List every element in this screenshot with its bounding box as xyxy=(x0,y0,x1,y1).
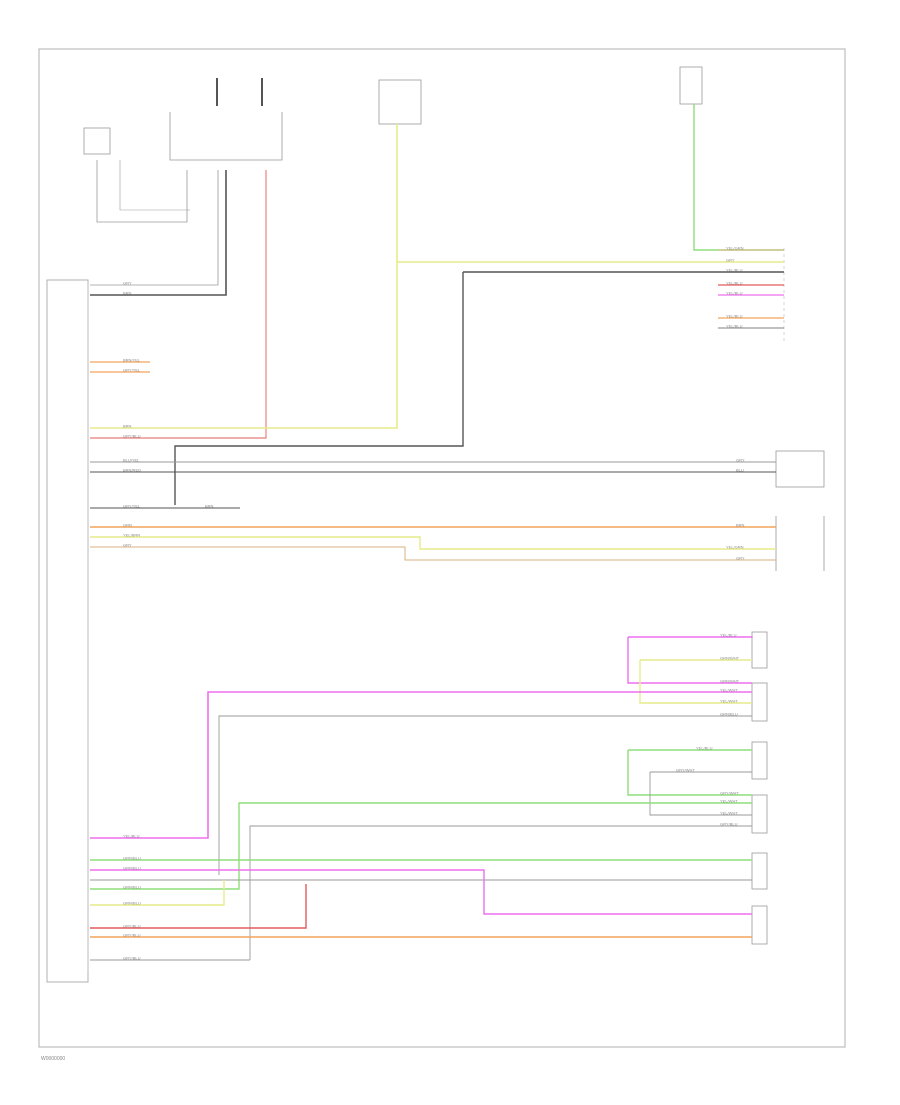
wire-label: GRN/BLU xyxy=(123,885,141,890)
wire-label: YEL/WHT xyxy=(720,699,738,704)
wire-label: GRY/BLU xyxy=(720,822,738,827)
wire-label: BLU/YEL xyxy=(123,458,140,463)
wire-label: GRN/WHT xyxy=(720,679,740,684)
display-unit xyxy=(775,516,825,571)
main-yellow-stub xyxy=(90,880,225,906)
module-red-feed xyxy=(90,170,267,439)
rr-pink xyxy=(90,869,752,915)
wire-label: BRN xyxy=(736,523,745,528)
rf-door-pink xyxy=(90,691,752,839)
lf-door-green xyxy=(90,802,752,890)
wire-label: BRN/RED xyxy=(123,468,141,473)
wire-label: BRN xyxy=(123,291,132,296)
wire-label: YEL/BRN xyxy=(123,533,140,538)
sensor-component xyxy=(83,127,111,155)
wire-label: GRY/BLU xyxy=(123,956,141,961)
wire-label: BLU xyxy=(736,468,744,473)
main-red-stub xyxy=(90,884,307,929)
wire-label: GRN/BLU xyxy=(123,901,141,906)
display-tan xyxy=(90,546,776,561)
wire-label: GRY/BLU xyxy=(123,434,141,439)
diagram-code: W0000000 xyxy=(41,1056,65,1062)
wire-label: YEL/BLU xyxy=(726,268,743,273)
display-yellow xyxy=(90,536,776,550)
wire-label: YEL/WHT xyxy=(720,799,738,804)
wire-label: YEL/BLU xyxy=(726,291,743,296)
wires xyxy=(90,104,784,961)
fuse-box xyxy=(378,79,422,125)
cd-changer xyxy=(775,450,825,488)
speaker-right-front-tweeter xyxy=(751,631,768,669)
module-to-main-gray xyxy=(90,170,219,286)
lf-tweeter-gray-drop xyxy=(649,772,752,816)
wire-label: YEL/GRN xyxy=(726,246,744,251)
speakers xyxy=(751,631,768,945)
wire-label: GRY/YEL xyxy=(123,504,141,509)
wire-label: BRN xyxy=(123,424,132,429)
antenna-amplifier xyxy=(679,66,703,105)
wire-label: YEL/BLU xyxy=(123,834,140,839)
wire-label: GRY/BLU xyxy=(123,933,141,938)
wire-label: YEL/BLU xyxy=(696,746,713,751)
wire-label: YEL/GRN xyxy=(726,545,744,550)
wire-label: YEL/BLU xyxy=(726,314,743,319)
rf-tweeter-yellow-drop xyxy=(639,660,752,704)
wire-label: GRY/YEL xyxy=(123,368,141,373)
wire-label: GRY xyxy=(123,543,132,548)
lf-tweeter-green-drop xyxy=(627,750,752,796)
wire-label: GRY/WHT xyxy=(720,791,739,796)
speaker-right-rear xyxy=(751,905,768,945)
wire-label: GRY/WHT xyxy=(676,768,695,773)
wire-label: BRN/YEL xyxy=(123,358,141,363)
sensor-wire-a xyxy=(96,160,188,223)
speaker-right-front-door xyxy=(751,682,768,722)
wire-label: GRY xyxy=(726,258,735,263)
sensor-wire-b xyxy=(119,160,190,211)
wire-label: YEL/BLU xyxy=(726,281,743,286)
rf-tweeter-pink xyxy=(628,636,753,638)
rf-door-gray xyxy=(218,715,752,875)
rf-tweeter-pink-drop xyxy=(627,637,752,684)
speaker-left-rear xyxy=(751,852,768,890)
wire-label: GRN/BLU xyxy=(720,712,738,717)
speaker-left-front-tweeter xyxy=(751,741,768,780)
wire-label: YEL/BLU xyxy=(726,324,743,329)
antenna-green xyxy=(693,104,784,251)
speaker-left-front-door xyxy=(751,794,768,834)
module-to-main-dark xyxy=(90,170,227,296)
wire-label: GRY xyxy=(736,458,745,463)
wire-label: GRY/BLU xyxy=(123,924,141,929)
main-module xyxy=(46,279,89,983)
wire-label: YEL/WHT xyxy=(720,811,738,816)
lf-door-gray xyxy=(249,825,752,960)
fuse-yellow xyxy=(90,124,398,429)
cluster-dark xyxy=(174,272,464,505)
wire-label: YEL/WHT xyxy=(720,688,738,693)
diagram-frame xyxy=(38,48,846,1048)
wire-label: GRN/BLU xyxy=(123,856,141,861)
wire-label: GRN/WHT xyxy=(720,656,740,661)
wire-label: GRN/BLU xyxy=(123,866,141,871)
wire-label: YEL/BLU xyxy=(720,633,737,638)
wire-label: BRN xyxy=(205,504,214,509)
upper-module xyxy=(169,112,283,161)
wire-labels: GRY BRN BRN/YEL GRY/YEL BRN GRY/BLU BLU/YEL BRN… xyxy=(123,246,745,961)
wire-label: GRY xyxy=(123,281,132,286)
wire-label: GRN xyxy=(123,523,132,528)
wire-label: GRY xyxy=(736,556,745,561)
